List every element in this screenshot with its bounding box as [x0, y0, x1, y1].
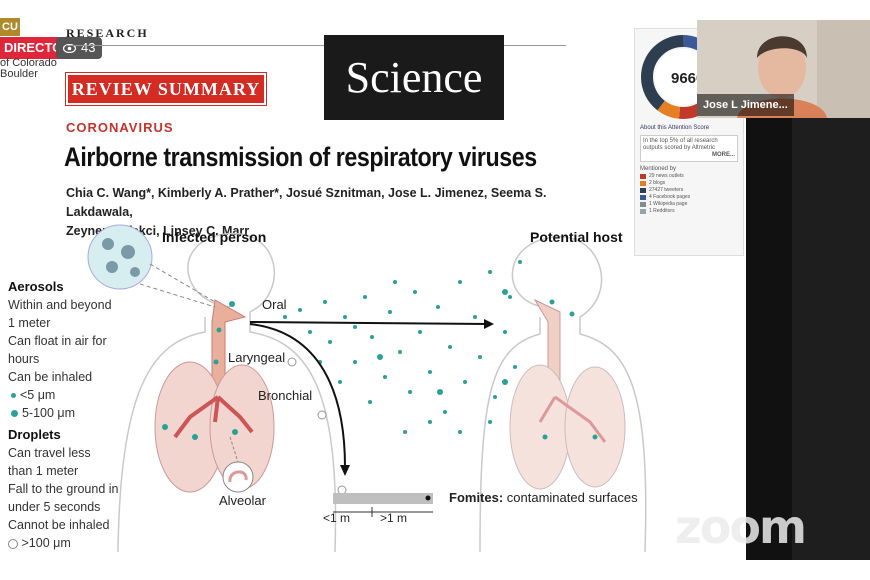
host-silhouette [479, 236, 647, 553]
affiliation-text: of Colorado Boulder [0, 57, 57, 80]
transmission-figure [87, 224, 647, 553]
zoom-watermark: zoom [675, 500, 807, 554]
alveolar-label: Alveolar [219, 493, 266, 508]
altmetric-score: 9660 [671, 70, 704, 87]
bronchial-label: Bronchial [258, 388, 313, 403]
altmetric-about-link[interactable]: About this Attention Score [640, 125, 710, 131]
viewer-count-badge: 43 [56, 37, 103, 59]
participant-name: Jose L Jimene... [697, 94, 794, 116]
university-logo: CU [0, 18, 20, 36]
article-title: Airborne transmission of respiratory vir… [64, 142, 537, 172]
altmetric-more-link[interactable]: MORE... [711, 152, 735, 158]
fomite-surface [333, 493, 433, 517]
aerosol-cloud [283, 260, 522, 434]
droplet-dot [8, 538, 18, 549]
fomites-label: Fomites: contaminated surfaces [449, 490, 638, 505]
medium-aerosol-dot [11, 410, 19, 418]
section-label: RESEARCH [66, 26, 149, 40]
topic-kicker: CORONAVIRUS [66, 120, 174, 135]
droplets [287, 357, 347, 495]
infected-person-label: Infected person [162, 229, 267, 245]
laryngeal-label: Laryngeal [228, 350, 286, 365]
journal-logo: Science [324, 35, 504, 120]
distance-far-label: >1 m [380, 511, 408, 525]
figure-legend: Aerosols Within and beyond 1 meter Can f… [8, 279, 119, 550]
infected-person-silhouette [117, 232, 337, 553]
live-badge: DIRECTO [0, 37, 69, 59]
eye-icon [63, 43, 76, 53]
host-airway [509, 298, 626, 490]
potential-host-label: Potential host [530, 229, 623, 245]
header-divider [66, 45, 566, 46]
viewer-count: 43 [81, 40, 96, 55]
distance-near-label: <1 m [323, 511, 351, 525]
virus-closeup [87, 224, 216, 308]
spread-arrows [249, 319, 494, 476]
infected-airway [154, 299, 275, 493]
small-aerosol-dot [11, 393, 17, 399]
gallery-sidebar-inner [792, 118, 870, 560]
alveolar-inset [222, 436, 254, 493]
altmetric-mentions: 29 news outlets 2 blogs 27427 tweeters 4… [640, 173, 738, 215]
review-summary-banner: REVIEW SUMMARY [66, 73, 266, 105]
oral-label: Oral [262, 297, 287, 312]
